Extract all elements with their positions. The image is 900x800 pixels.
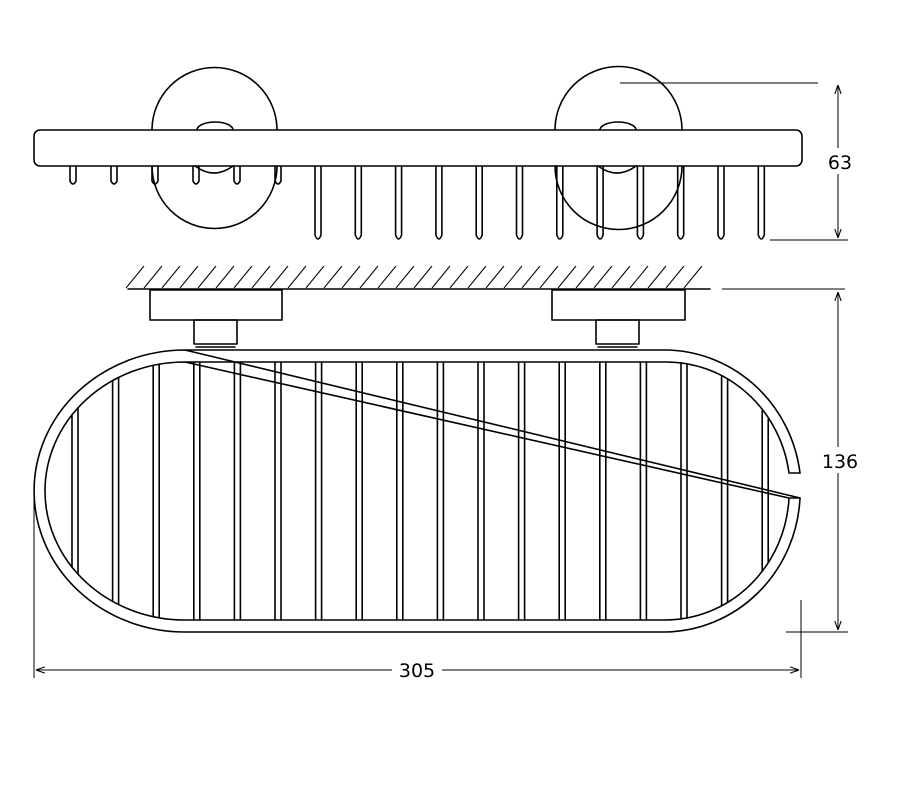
hatch-line	[539, 265, 559, 289]
front-wire-long	[757, 165, 766, 240]
hatch-line	[413, 265, 433, 289]
hatch-line	[179, 265, 199, 289]
hatch-line	[593, 265, 613, 289]
hatch-line	[323, 265, 343, 289]
hatch-line	[611, 265, 631, 289]
front-wire-long	[676, 165, 685, 240]
front-wire-long	[314, 165, 322, 240]
dimension-depth-label: 136	[822, 451, 858, 473]
front-wire-long	[636, 165, 645, 240]
dimension-width-label: 305	[399, 660, 435, 682]
hatch-line	[125, 265, 145, 289]
hatch-line	[521, 265, 541, 289]
hatch-line	[359, 265, 379, 289]
hatch-line	[233, 265, 253, 289]
hatch-line	[251, 265, 271, 289]
front-wire-long	[394, 165, 403, 240]
front-wire-short	[69, 165, 77, 185]
top-view: 136 305	[33, 265, 860, 682]
front-wire-short	[192, 165, 200, 185]
front-view: 63	[33, 65, 856, 241]
hatch-line	[557, 265, 577, 289]
hatch-line	[161, 265, 181, 289]
front-wire-long	[556, 165, 564, 240]
mount-disc-left	[151, 66, 278, 131]
hatch-line	[215, 265, 235, 289]
hatch-line	[503, 265, 523, 289]
basket-outline	[33, 349, 801, 633]
basket-wires-top	[71, 361, 770, 621]
hatch-line	[269, 265, 289, 289]
hatch-line	[449, 265, 469, 289]
hatch-line	[485, 265, 505, 289]
front-wire-long	[354, 165, 363, 240]
wall-bracket-left	[149, 289, 283, 321]
hatch-line	[341, 265, 361, 289]
basket-wires-front	[69, 165, 766, 240]
front-wire-short	[274, 165, 282, 185]
shelf-rail	[33, 129, 803, 167]
hatch-line	[395, 265, 415, 289]
hatch-line	[683, 265, 703, 289]
hatch-line	[143, 265, 163, 289]
hatch-line	[287, 265, 307, 289]
front-wire-long	[596, 165, 604, 240]
front-wire-long	[515, 165, 524, 240]
front-wire-long	[475, 165, 483, 240]
front-wire-long	[717, 165, 725, 240]
hatch-line	[467, 265, 487, 289]
front-wire-short	[151, 165, 159, 185]
hatch-line	[647, 265, 667, 289]
hatch-line	[305, 265, 325, 289]
hatch-line	[575, 265, 595, 289]
front-wire-short	[233, 165, 241, 185]
wall-bracket-right	[551, 289, 686, 321]
hatch-line	[665, 265, 685, 289]
front-wire-long	[435, 165, 443, 240]
hatch-line	[629, 265, 649, 289]
mount-disc-right	[554, 65, 683, 131]
wall-hatch	[125, 265, 703, 289]
hatch-line	[431, 265, 451, 289]
hatch-line	[377, 265, 397, 289]
hatch-line	[197, 265, 217, 289]
front-wire-short	[110, 165, 118, 185]
dimension-height-label: 63	[828, 152, 852, 174]
